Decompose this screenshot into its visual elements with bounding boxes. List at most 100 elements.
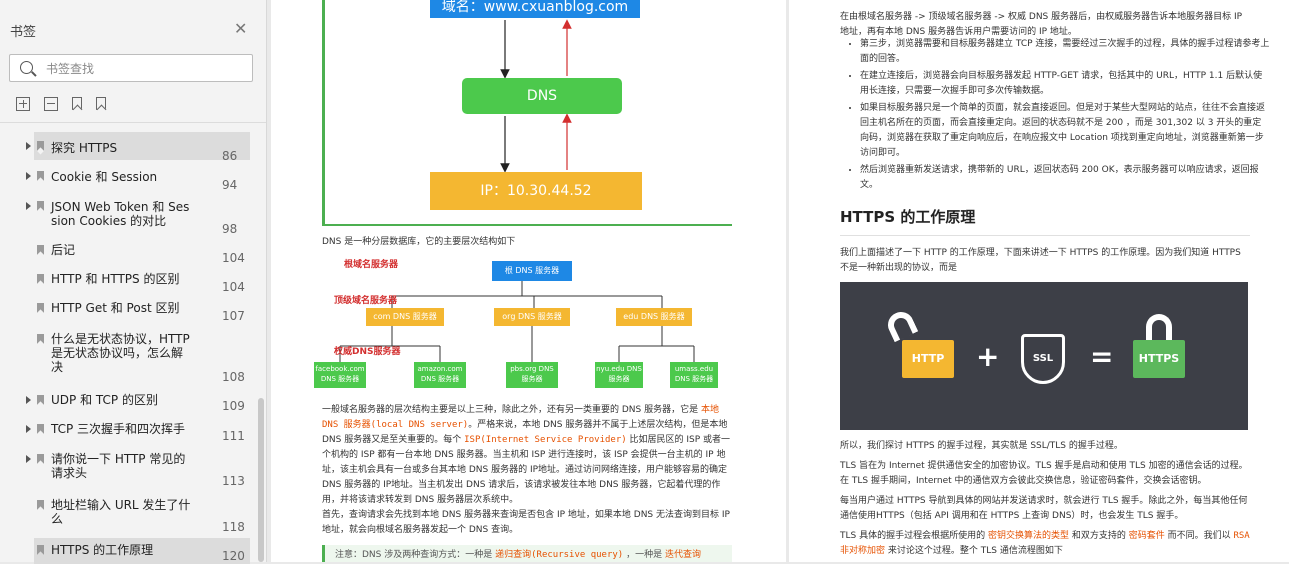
bookmark-page-number: 104 — [222, 251, 245, 265]
bookmark-page-number: 108 — [222, 370, 245, 384]
bookmark-item[interactable]: HTTP Get 和 Post 区别 107 — [0, 299, 266, 325]
bookmark-label: UDP 和 TCP 的区别 — [51, 393, 158, 407]
bookmark-label: 探究 HTTPS — [51, 141, 118, 155]
text-run: TLS 具体的握手过程会根据所使用的 — [840, 531, 988, 541]
paragraph-query: 首先，查询请求会先找到本地 DNS 服务器来查询是否包含 IP 地址，如果本地 … — [322, 510, 730, 535]
bookmark-flag-icon — [37, 545, 44, 555]
bookmark-page-number: 118 — [222, 520, 245, 534]
bookmark-item[interactable]: UDP 和 TCP 的区别 109 — [0, 391, 266, 417]
bookmark-icon[interactable] — [96, 97, 106, 110]
bookmark-item[interactable]: 什么是无状态协议，HTTP 是无状态协议吗，怎么解决 108 — [0, 330, 266, 386]
paragraph-https-intro: 我们上面描述了一下 HTTP 的工作原理，下面来讲述一下 HTTPS 的工作原理… — [840, 248, 1241, 273]
selection-highlight — [34, 132, 250, 160]
bookmark-flag-icon — [37, 201, 44, 211]
paragraph-ssl: 所以，我们探讨 HTTPS 的握手过程，其实就是 SSL/TLS 的握手过程。 — [840, 441, 1123, 451]
bookmark-label: 地址栏输入 URL 发生了什么 — [51, 498, 191, 526]
bookmark-page-number: 120 — [222, 549, 245, 563]
expand-arrow-icon[interactable] — [26, 142, 31, 150]
document-page-left: 域名：www.cxuanblog.com DNS IP：10.30.44.52 … — [271, 0, 786, 562]
bookmark-item[interactable]: 探究 HTTPS 86 — [0, 132, 266, 163]
bookmark-page-number: 98 — [222, 222, 238, 236]
expand-arrow-icon[interactable] — [26, 172, 31, 180]
bookmark-flag-icon — [37, 395, 44, 405]
figure-arrows — [500, 19, 572, 173]
bookmark-search-input[interactable] — [44, 59, 248, 79]
tld-dns-box: com DNS 服务器 — [366, 308, 444, 326]
sidebar-toolbar — [16, 97, 106, 111]
bookmark-flag-icon — [37, 274, 44, 284]
bookmark-item[interactable]: 请你说一下 HTTP 常见的请求头 113 — [0, 450, 266, 490]
open-lock-shackle — [883, 307, 919, 343]
domain-box: 域名：www.cxuanblog.com — [430, 0, 640, 18]
bookmark-label: JSON Web Token 和 Session Cookies 的对比 — [51, 200, 190, 228]
bookmark-flag-icon — [37, 303, 44, 313]
bookmark-item[interactable]: HTTP 和 HTTPS 的区别 104 — [0, 270, 266, 296]
expand-arrow-icon[interactable] — [26, 455, 31, 463]
expand-all-icon[interactable] — [16, 97, 30, 111]
paragraph-tls: TLS 旨在为 Internet 提供通信安全的加密协议。TLS 握手是启动和使… — [840, 461, 1248, 486]
highlight-term: RSA 非对称加密 — [840, 531, 1250, 556]
bookmark-label: 请你说一下 HTTP 常见的请求头 — [51, 452, 186, 480]
sidebar-scrollbar[interactable] — [258, 398, 264, 562]
add-bookmark-icon[interactable] — [72, 97, 82, 110]
tld-dns-box: edu DNS 服务器 — [616, 308, 692, 326]
expand-arrow-icon[interactable] — [26, 202, 31, 210]
step-list: 第三步，浏览器需要和目标服务器建立 TCP 连接，需要经过三次握手的过程，具体的… — [840, 37, 1270, 193]
bookmark-flag-icon — [37, 171, 44, 181]
bookmark-page-number: 111 — [222, 429, 245, 443]
paragraph-intro: 在由根域名服务器 -> 顶级域名服务器 -> 权威 DNS 服务器后，由权威服务… — [840, 12, 1243, 37]
collapse-all-icon[interactable] — [44, 97, 58, 111]
highlight-term: 迭代查询 — [664, 550, 701, 560]
paragraph-local-dns: 一般域名服务器的层次结构主要是以上三种，除此之外，还有另一类重要的 DNS 服务… — [322, 403, 732, 508]
bookmark-sidebar: 书签 ✕ 探究 HTTPS 86 Cookie 和 Session 94 JSO… — [0, 0, 267, 564]
bookmark-page-number: 104 — [222, 280, 245, 294]
list-item: 然后浏览器重新发送请求，携带新的 URL，返回状态码 200 OK，表示服务器可… — [860, 163, 1270, 193]
bookmark-label: HTTP 和 HTTPS 的区别 — [51, 272, 180, 286]
bookmark-search-box[interactable] — [9, 54, 253, 82]
selection-highlight — [34, 538, 250, 564]
bookmark-item[interactable]: Cookie 和 Session 94 — [0, 166, 266, 194]
bookmark-label: 什么是无状态协议，HTTP 是无状态协议吗，怎么解决 — [51, 332, 190, 374]
tld-level-label: 顶级域名服务器 — [334, 296, 398, 306]
tld-dns-box: org DNS 服务器 — [494, 308, 570, 326]
bookmark-item[interactable]: 地址栏输入 URL 发生了什么 118 — [0, 496, 266, 536]
hierarchy-lines — [339, 281, 695, 362]
list-item: 如果目标服务器只是一个简单的页面，就会直接返回。但是对于某些大型网站的站点，往往… — [860, 101, 1270, 161]
bookmark-label: HTTP Get 和 Post 区别 — [51, 301, 180, 315]
auth-dns-box: amazon.com DNS 服务器 — [414, 362, 466, 388]
bookmark-page-number: 113 — [222, 474, 245, 488]
auth-dns-box: umass.edu DNS 服务器 — [670, 362, 718, 388]
closed-lock-shackle — [1146, 314, 1172, 340]
close-icon[interactable]: ✕ — [234, 19, 248, 38]
equals-sign: = — [1090, 340, 1114, 373]
search-icon — [20, 61, 33, 74]
sidebar-divider — [0, 122, 266, 123]
highlight-term: 密钥交换算法的类型 — [987, 531, 1069, 541]
bookmark-item[interactable]: JSON Web Token 和 Session Cookies 的对比 98 — [0, 196, 266, 236]
bookmark-flag-icon — [37, 141, 44, 151]
note-box: 注意：DNS 涉及两种查询方式：一种是 递归查询(Recursive query… — [322, 545, 732, 562]
bookmark-flag-icon — [37, 334, 44, 344]
ssl-shield-icon: SSL — [1021, 334, 1065, 384]
list-item: 在建立连接后，浏览器会向目标服务器发起 HTTP-GET 请求，包括其中的 UR… — [860, 69, 1270, 99]
heading-rule — [840, 235, 1250, 236]
highlight-term: 递归查询(Recursive query) — [495, 550, 624, 560]
bookmark-flag-icon — [37, 424, 44, 434]
highlight-term: 本地 DNS 服务器(local DNS server) — [322, 405, 719, 430]
text-run: 。严格来说，本地 DNS 服务器并不属于上述层次结构，但是本地 DNS 服务器又… — [322, 420, 728, 445]
tree-caption: DNS 是一种分层数据库，它的主要层次结构如下 — [322, 237, 516, 247]
ip-box: IP：10.30.44.52 — [430, 172, 642, 210]
bookmark-page-number: 109 — [222, 399, 245, 413]
bookmark-item-active[interactable]: HTTPS 的工作原理 120 — [0, 538, 266, 564]
expand-arrow-icon[interactable] — [26, 425, 31, 433]
https-banner-image: HTTP + SSL = HTTPS — [840, 282, 1248, 430]
bookmark-item[interactable]: TCP 三次握手和四次挥手 111 — [0, 420, 266, 446]
dns-hierarchy-figure: 根域名服务器 根 DNS 服务器 顶级域名服务器 com DNS 服务器 org… — [314, 252, 732, 394]
text-run: 注意：DNS 涉及两种查询方式：一种是 — [335, 550, 496, 560]
text-run: 和双方支持的 — [1068, 531, 1129, 541]
auth-dns-box: nyu.edu DNS 服务器 — [595, 362, 643, 388]
expand-arrow-icon[interactable] — [26, 396, 31, 404]
highlight-term: ISP(Internet Service Provider) — [464, 435, 627, 445]
bookmark-item[interactable]: 后记 104 — [0, 241, 266, 267]
text-run: 一般域名服务器的层次结构主要是以上三种，除此之外，还有另一类重要的 DNS 服务… — [322, 405, 701, 415]
